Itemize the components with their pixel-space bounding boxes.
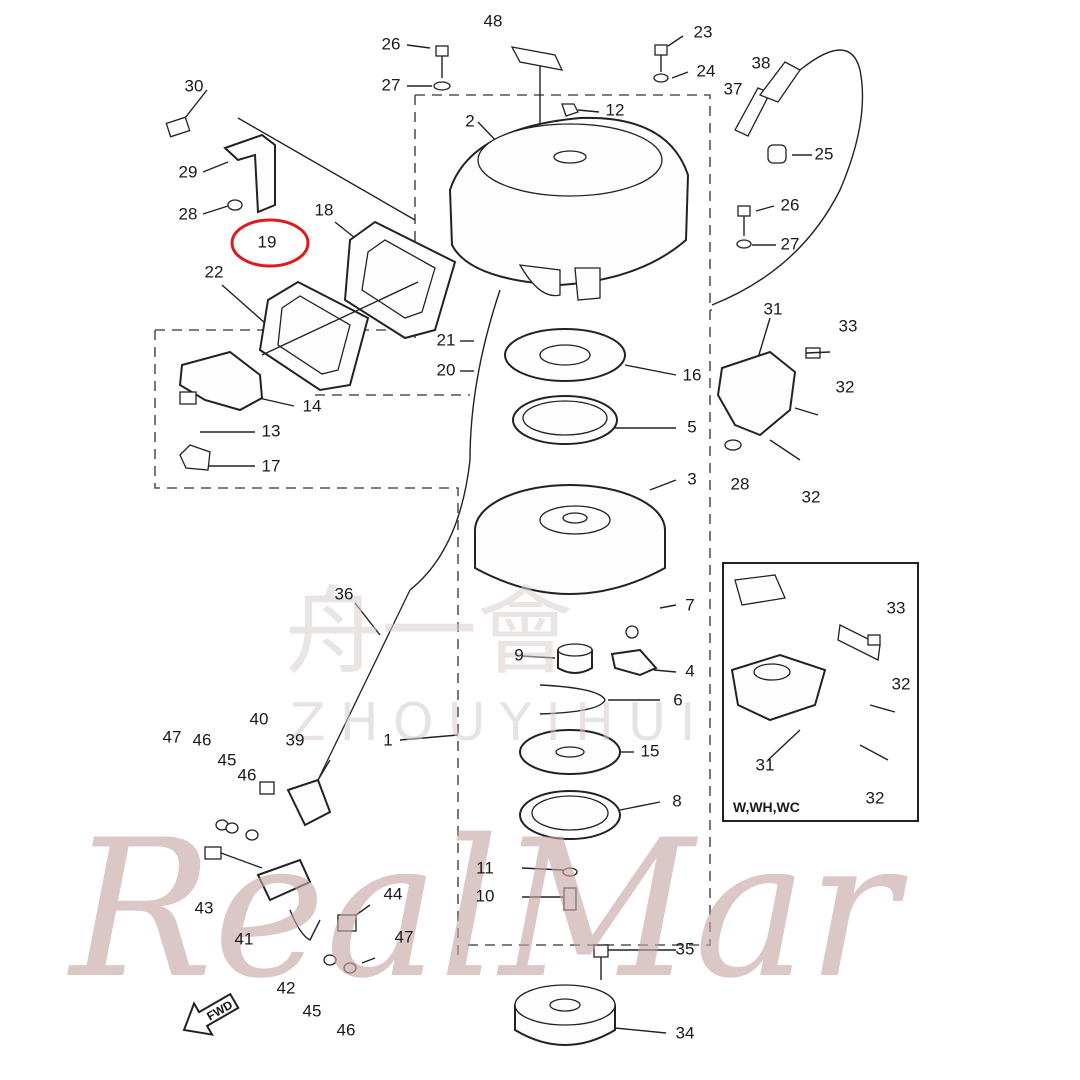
callout-46: 46 (337, 1020, 356, 1039)
callout-27: 27 (382, 75, 401, 94)
callout-39: 39 (286, 730, 305, 749)
callout-10: 10 (476, 886, 495, 905)
handle-assembly (178, 220, 457, 471)
variant-inset: W,WH,WC (722, 562, 919, 822)
cam-bracket (716, 347, 831, 461)
watermark-chinese: 舟一會 (285, 576, 573, 688)
callout-31: 31 (764, 299, 783, 318)
starter-cup (514, 984, 616, 1046)
callout-29: 29 (179, 162, 198, 181)
callout-43: 43 (195, 898, 214, 917)
callout-32: 32 (802, 487, 821, 506)
starter-housing (448, 116, 690, 301)
callout-25: 25 (815, 144, 834, 163)
callout-41: 41 (235, 929, 254, 948)
callout-8: 8 (672, 791, 681, 810)
highlight-circle (230, 218, 310, 268)
callout-22: 22 (205, 262, 224, 281)
starter-internals (474, 328, 666, 595)
callout-42: 42 (277, 978, 296, 997)
callout-17: 17 (262, 456, 281, 475)
callout-18: 18 (315, 200, 334, 219)
callout-32: 32 (892, 674, 911, 693)
callout-31: 31 (756, 755, 775, 774)
callout-28: 28 (731, 474, 750, 493)
callout-24: 24 (697, 61, 716, 80)
callout-11: 11 (476, 858, 494, 877)
callout-19: 19 (258, 232, 277, 251)
callout-34: 34 (676, 1023, 695, 1042)
callout-12: 12 (606, 100, 625, 119)
callout-1: 1 (383, 730, 392, 749)
callout-47: 47 (395, 927, 414, 946)
throttle-link-assembly (204, 778, 376, 974)
callout-32: 32 (836, 377, 855, 396)
forward-arrow: FWD (182, 992, 240, 1036)
callout-13: 13 (262, 421, 281, 440)
callout-2: 2 (465, 111, 474, 130)
variant-note: W,WH,WC (733, 799, 800, 815)
callout-48: 48 (484, 11, 503, 30)
lower-internals (519, 625, 658, 980)
callout-15: 15 (641, 741, 660, 760)
dashed-group-outlines (154, 94, 712, 955)
callout-21: 21 (437, 330, 456, 349)
callout-28: 28 (179, 204, 198, 223)
callout-16: 16 (683, 365, 702, 384)
callout-37: 37 (724, 79, 743, 98)
callout-32: 32 (866, 788, 885, 807)
callout-labels: 48 26 27 23 24 38 37 30 12 2 25 29 18 26… (163, 11, 911, 1042)
callout-27: 27 (781, 234, 800, 253)
cable-guide-bracket (165, 116, 416, 221)
watermark-script: RealMar (67, 799, 908, 1020)
watermarks: 舟一會 ZHOUYIHUI RealMar (67, 576, 908, 1020)
callout-40: 40 (250, 709, 269, 728)
callout-20: 20 (437, 360, 456, 379)
callout-46: 46 (193, 730, 212, 749)
callout-36: 36 (335, 584, 354, 603)
callout-33: 33 (887, 598, 906, 617)
callout-45: 45 (218, 750, 237, 769)
callout-33: 33 (839, 316, 858, 335)
callout-7: 7 (685, 595, 694, 614)
callout-3: 3 (687, 469, 696, 488)
callout-46: 46 (238, 765, 257, 784)
callout-9: 9 (514, 645, 523, 664)
callout-30: 30 (185, 76, 204, 95)
callout-23: 23 (694, 22, 713, 41)
callout-38: 38 (752, 53, 771, 72)
callout-45: 45 (303, 1001, 322, 1020)
callout-47: 47 (163, 727, 182, 746)
watermark-latin: ZHOUYIHUI (290, 693, 709, 753)
callout-35: 35 (676, 939, 695, 958)
callout-5: 5 (687, 417, 696, 436)
callout-4: 4 (685, 661, 694, 680)
callout-6: 6 (673, 690, 682, 709)
callout-44: 44 (384, 884, 403, 903)
throttle-cable (317, 289, 501, 781)
callout-14: 14 (303, 396, 322, 415)
callout-26: 26 (382, 34, 401, 53)
fasteners-top (433, 44, 864, 306)
callout-26: 26 (781, 195, 800, 214)
